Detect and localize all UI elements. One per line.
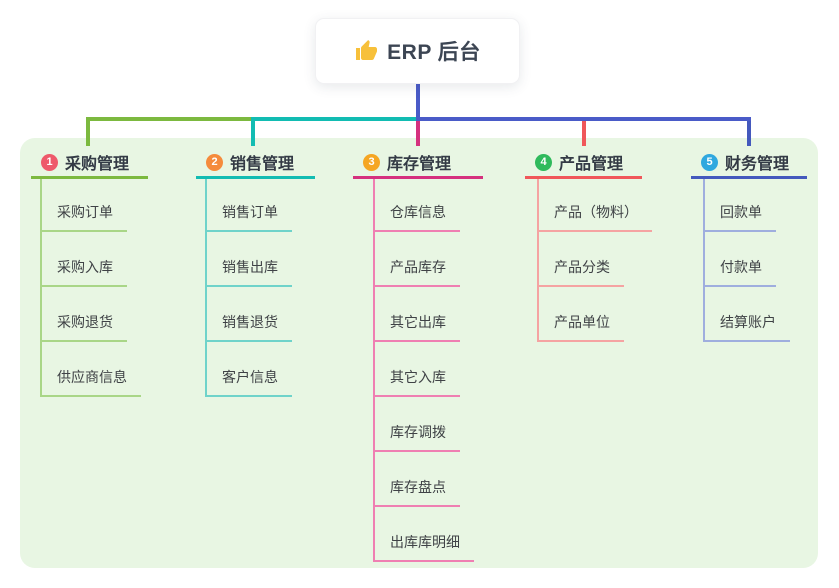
branch-1-item-4-label: 供应商信息 (40, 361, 141, 397)
branch-1-item-3-label: 采购退货 (40, 306, 127, 342)
branch-5-item-1[interactable]: 回款单 (703, 196, 776, 232)
branch-3-item-1-label: 仓库信息 (373, 196, 460, 232)
branch-4-spine-line (537, 176, 539, 342)
branch-4-item-1-label: 产品（物料） (537, 196, 652, 232)
branch-4-header[interactable]: 4 产品管理 (525, 148, 642, 179)
branch-2-item-3-label: 销售退货 (205, 306, 292, 342)
branch-2-item-1[interactable]: 销售订单 (205, 196, 292, 232)
branch-4-label: 产品管理 (559, 156, 624, 173)
branch-4-number-badge: 4 (535, 153, 552, 171)
branch-3-item-7-label: 出库库明细 (373, 526, 474, 562)
branch-2-item-2-label: 销售出库 (205, 251, 292, 287)
root-node-title: ERP 后台 (387, 41, 481, 64)
branch-4-item-3-label: 产品单位 (537, 306, 624, 342)
branch-5-number-badge: 5 (701, 153, 718, 171)
branch-3-label: 库存管理 (387, 156, 452, 173)
branch-5-spine-line (703, 176, 705, 342)
branch-3-spine-line (373, 176, 375, 562)
branch-2-item-3[interactable]: 销售退货 (205, 306, 292, 342)
branch-2-item-4-label: 客户信息 (205, 361, 292, 397)
branch-4-item-3[interactable]: 产品单位 (537, 306, 624, 342)
branch-1-item-2[interactable]: 采购入库 (40, 251, 127, 287)
branch-2-label: 销售管理 (230, 156, 295, 173)
branch-5-label: 财务管理 (725, 156, 790, 173)
branches-background-panel (20, 138, 818, 568)
bus-segment-blue (416, 117, 751, 121)
branch-2-header[interactable]: 2 销售管理 (196, 148, 315, 179)
branch-5-stub-line (747, 119, 751, 146)
branch-3-number-badge: 3 (363, 153, 380, 171)
branch-3-stub-line (416, 119, 420, 146)
branch-3-item-1[interactable]: 仓库信息 (373, 196, 460, 232)
branch-4-item-1[interactable]: 产品（物料） (537, 196, 652, 232)
branch-1-item-2-label: 采购入库 (40, 251, 127, 287)
branch-5-header[interactable]: 5 财务管理 (691, 148, 807, 179)
branch-1-stub-line (86, 119, 90, 146)
branch-1-item-1-label: 采购订单 (40, 196, 127, 232)
branch-2-stub-line (251, 119, 255, 146)
branch-2-item-4[interactable]: 客户信息 (205, 361, 292, 397)
branch-1-number-badge: 1 (41, 153, 58, 171)
branch-3-item-4[interactable]: 其它入库 (373, 361, 460, 397)
branch-5-item-3-label: 结算账户 (703, 306, 790, 342)
bus-segment-green (86, 117, 251, 121)
branch-1-item-1[interactable]: 采购订单 (40, 196, 127, 232)
branch-3-item-2-label: 产品库存 (373, 251, 460, 287)
branch-1-header[interactable]: 1 采购管理 (31, 148, 148, 179)
branch-5-item-3[interactable]: 结算账户 (703, 306, 790, 342)
branch-5-item-2[interactable]: 付款单 (703, 251, 776, 287)
branch-1-label: 采购管理 (65, 156, 130, 173)
branch-3-item-3-label: 其它出库 (373, 306, 460, 342)
branch-3-header[interactable]: 3 库存管理 (353, 148, 483, 179)
root-stem-line (416, 84, 420, 121)
branch-3-item-5-label: 库存调拨 (373, 416, 460, 452)
branch-3-item-3[interactable]: 其它出库 (373, 306, 460, 342)
branch-3-item-6-label: 库存盘点 (373, 471, 460, 507)
branch-2-item-2[interactable]: 销售出库 (205, 251, 292, 287)
branch-3-item-5[interactable]: 库存调拨 (373, 416, 460, 452)
branch-4-stub-line (582, 119, 586, 146)
branch-2-item-1-label: 销售订单 (205, 196, 292, 232)
branch-4-item-2[interactable]: 产品分类 (537, 251, 624, 287)
branch-1-item-3[interactable]: 采购退货 (40, 306, 127, 342)
branch-4-item-2-label: 产品分类 (537, 251, 624, 287)
branch-5-item-1-label: 回款单 (703, 196, 776, 232)
branch-3-item-2[interactable]: 产品库存 (373, 251, 460, 287)
bus-segment-teal (251, 117, 416, 121)
branch-5-item-2-label: 付款单 (703, 251, 776, 287)
thumbs-up-icon (354, 39, 378, 63)
branch-2-number-badge: 2 (206, 153, 223, 171)
root-node-erp[interactable]: ERP 后台 (315, 18, 520, 84)
branch-3-item-4-label: 其它入库 (373, 361, 460, 397)
branch-3-item-7[interactable]: 出库库明细 (373, 526, 474, 562)
branch-3-item-6[interactable]: 库存盘点 (373, 471, 460, 507)
branch-1-item-4[interactable]: 供应商信息 (40, 361, 141, 397)
